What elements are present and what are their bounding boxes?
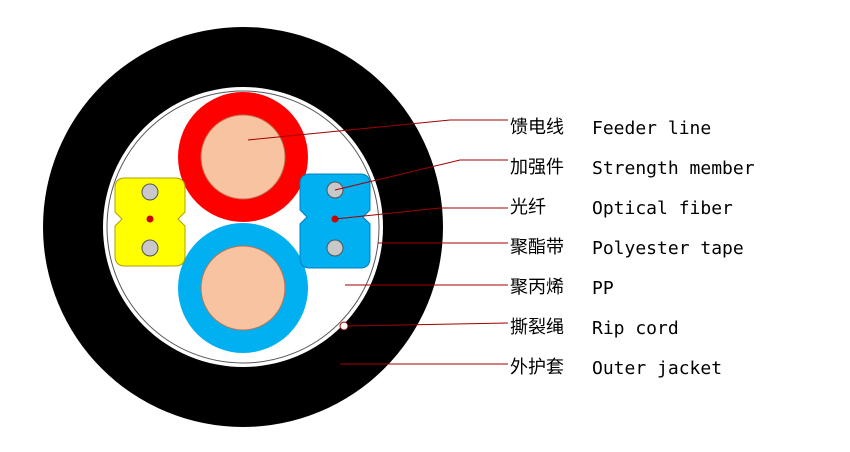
label-cn: 外护套	[510, 357, 564, 378]
leader-line-feeder	[247, 119, 508, 141]
label-en: Rip cord	[592, 318, 679, 339]
labels: 馈电线 Feeder line 加强件 Strength member 光纤 O…	[510, 117, 755, 379]
label-cn: 光纤	[510, 197, 546, 218]
label-en: Outer jacket	[592, 358, 722, 379]
label-cn: 聚丙烯	[510, 277, 564, 298]
label-en: Feeder line	[592, 118, 711, 139]
feeder-line-blue-conductor	[200, 245, 286, 331]
leader-line-ripcord	[347, 322, 509, 327]
strength-member-dot	[326, 239, 344, 257]
label-en: PP	[592, 278, 614, 299]
leader-lines	[247, 119, 509, 365]
label-cn: 撕裂绳	[510, 317, 564, 338]
optical-fiber-dot	[146, 215, 154, 223]
rip-cord	[339, 321, 349, 331]
strength-member-dot	[141, 183, 159, 201]
polyester-tape	[106, 90, 380, 364]
label-en: Optical fiber	[592, 198, 733, 219]
label-en: Strength member	[592, 158, 755, 179]
leader-line-strength	[334, 159, 508, 191]
label-en: Polyester tape	[592, 238, 744, 259]
leader-line-fiber	[334, 207, 508, 220]
label-cn: 聚酯带	[510, 237, 564, 258]
label-cn: 馈电线	[510, 117, 564, 138]
feeder-line-red-conductor	[200, 114, 286, 200]
label-cn: 加强件	[510, 157, 564, 178]
strength-member-dot	[141, 239, 159, 257]
